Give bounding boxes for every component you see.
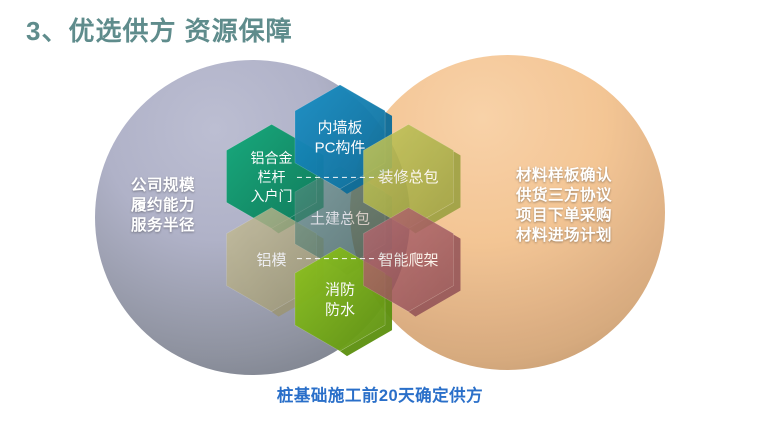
hexagon-edge-bottom: [340, 247, 393, 357]
hexagon-edge-upper-right: [408, 124, 461, 234]
hexagon-label-upper-left: 入户门: [251, 188, 293, 204]
venn-left-label: 公司规模 履约能力 服务半径: [130, 177, 195, 234]
bottom-caption: 桩基础施工前20天确定供方: [276, 387, 484, 405]
hexagon-label-lower-right: 智能爬架: [378, 251, 438, 269]
hexagon-lower-right[interactable]: 智能爬架: [363, 207, 461, 317]
hexagon-label-bottom: 消防: [325, 282, 355, 299]
page-title: 3、优选供方 资源保障: [26, 16, 293, 46]
hexagon-label-lower-left: 铝模: [257, 252, 287, 269]
hexagon-label-top: PC构件: [315, 139, 366, 156]
hexagon-label-upper-left: 铝合金: [251, 150, 293, 166]
hexagon-edge-lower-right: [408, 207, 461, 317]
hexagon-label-bottom: 防水: [325, 302, 355, 319]
venn-right-label: 材料样板确认 供货三方协议 项目下单采购 材料进场计划: [515, 167, 612, 244]
hexagon-label-upper-left: 栏杆: [258, 169, 286, 185]
hexagon-face-lower-right[interactable]: [363, 207, 454, 312]
hexagon-label-upper-right: 装修总包: [378, 169, 438, 186]
hexagon-face-top[interactable]: [294, 84, 386, 190]
hexagon-label-top: 内墙板: [317, 118, 362, 136]
hexagon-label-center: 土建总包: [310, 211, 370, 228]
hexagon-upper-right[interactable]: 装修总包: [363, 124, 461, 234]
